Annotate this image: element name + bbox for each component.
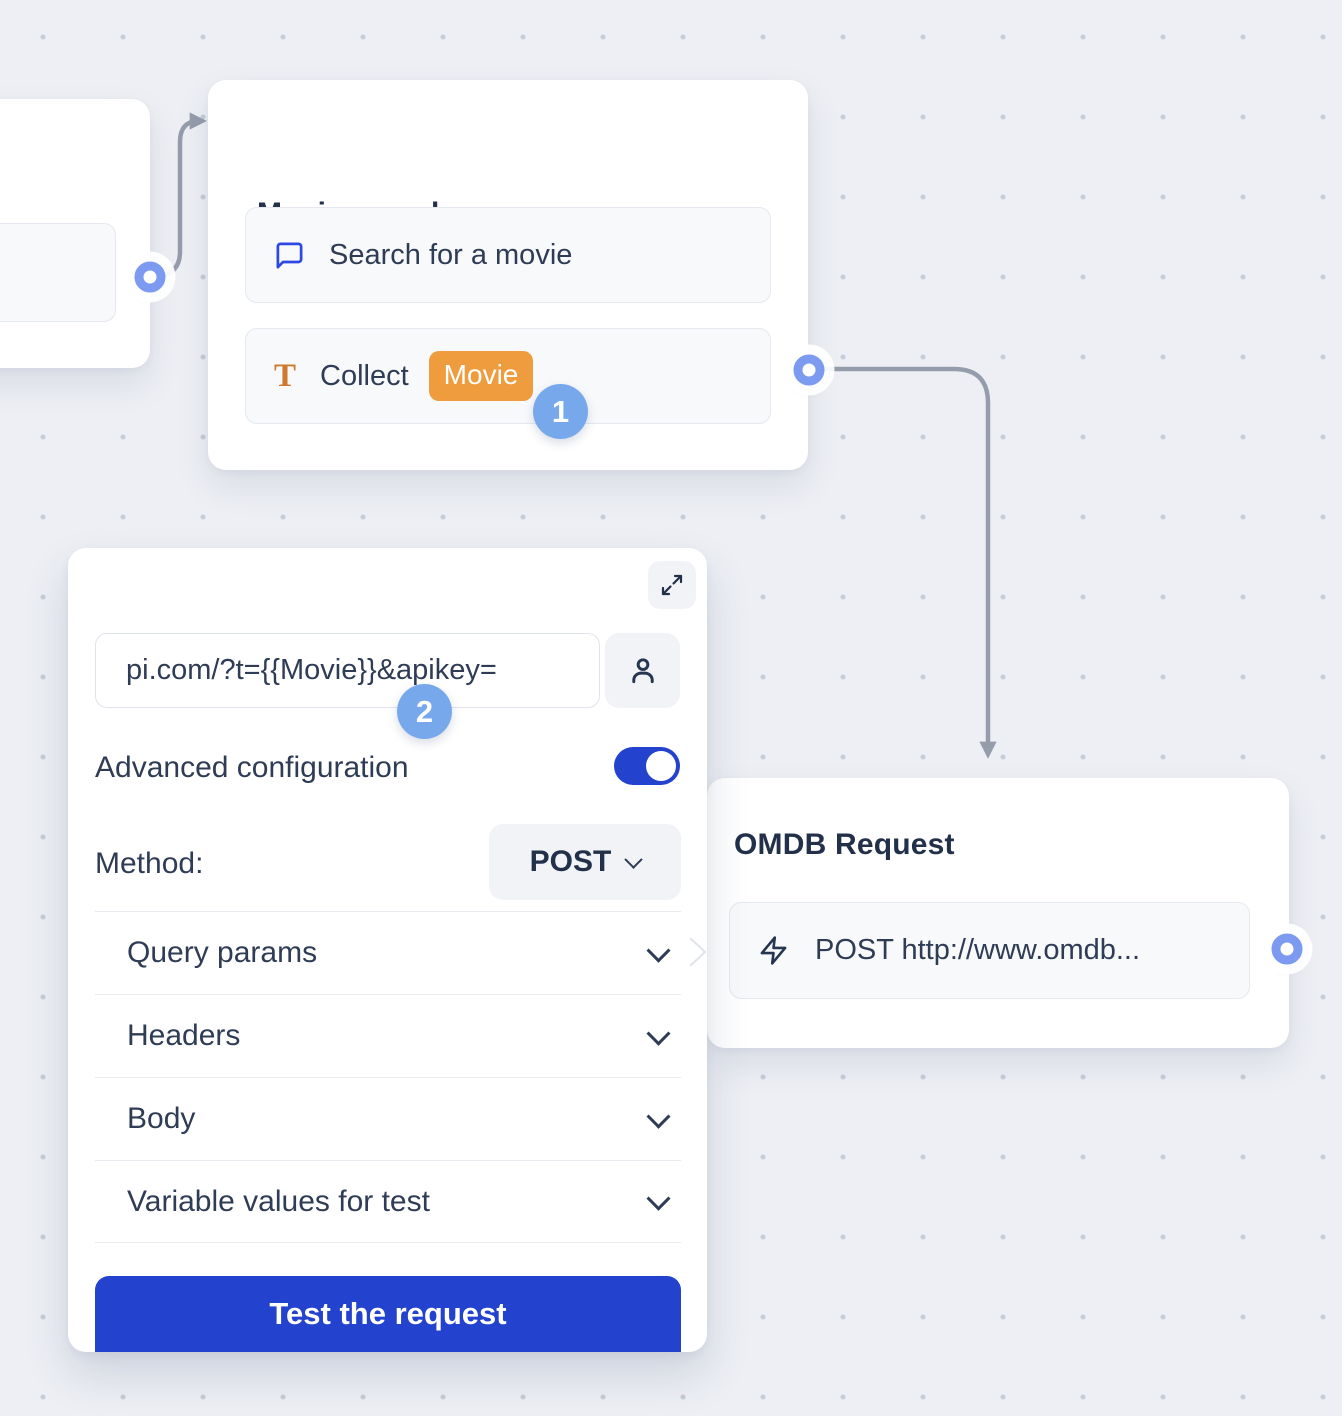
section-variable-values-label: Variable values for test [127, 1184, 430, 1218]
omdb-request-node[interactable]: OMDB Request POST http://www.omdb... [707, 778, 1289, 1048]
partial-node-row[interactable] [0, 223, 116, 322]
variable-badge-movie[interactable]: Movie [428, 351, 534, 401]
omdb-title: OMDB Request [734, 828, 955, 861]
step-badge-2: 2 [397, 684, 452, 739]
port-movie-node-output[interactable] [793, 354, 825, 386]
section-query-params[interactable]: Query params [95, 911, 681, 994]
step-badge-1: 1 [533, 384, 588, 439]
chevron-down-icon [624, 849, 644, 869]
person-button[interactable] [605, 633, 680, 708]
connector-movie-to-omdb [821, 366, 997, 759]
webhook-settings-panel: Advanced configuration Method: POST Quer… [68, 548, 707, 1352]
section-body[interactable]: Body [95, 1077, 681, 1160]
chat-bubble-icon [276, 242, 303, 268]
chevron-down-icon [646, 938, 671, 963]
expand-button[interactable] [648, 561, 696, 609]
port-omdb-node-output[interactable] [1271, 933, 1303, 965]
advanced-configuration-label: Advanced configuration [95, 751, 409, 784]
method-dropdown[interactable]: POST [489, 824, 681, 900]
expand-diagonal-icon [661, 574, 683, 596]
connector-left-to-movie [157, 112, 207, 280]
method-label: Method: [95, 847, 204, 880]
section-body-label: Body [127, 1102, 196, 1135]
chevron-down-icon [646, 1104, 671, 1129]
section-headers-label: Headers [127, 1019, 241, 1052]
section-headers[interactable]: Headers [95, 994, 681, 1077]
test-request-button[interactable]: Test the request [95, 1276, 681, 1352]
partial-node-card[interactable] [0, 99, 150, 368]
section-query-params-label: Query params [127, 936, 318, 969]
section-variable-values[interactable]: Variable values for test [95, 1160, 681, 1243]
port-partial-node-output[interactable] [134, 261, 166, 293]
method-value: POST [529, 845, 612, 878]
omdb-row-post[interactable]: POST http://www.omdb... [729, 902, 1250, 999]
movie-row-search[interactable]: Search for a movie [245, 207, 771, 303]
movie-search-node[interactable]: Movie search Search for a movie T Collec… [208, 80, 808, 470]
person-icon [631, 657, 654, 683]
lightning-icon [760, 936, 787, 965]
text-input-icon: T [274, 357, 297, 394]
panel-sections: Query params Headers Body Variable value… [95, 911, 681, 1243]
advanced-configuration-toggle[interactable] [614, 747, 680, 785]
omdb-input-notch [690, 937, 707, 967]
chevron-down-icon [646, 1186, 671, 1211]
movie-row-collect[interactable]: T Collect Movie [245, 328, 771, 424]
omdb-row-label: POST http://www.omdb... [815, 934, 1141, 966]
movie-row-collect-label: Collect [320, 359, 409, 392]
movie-row-search-label: Search for a movie [329, 238, 573, 271]
webhook-url-input[interactable] [95, 633, 600, 708]
chevron-down-icon [646, 1021, 671, 1046]
